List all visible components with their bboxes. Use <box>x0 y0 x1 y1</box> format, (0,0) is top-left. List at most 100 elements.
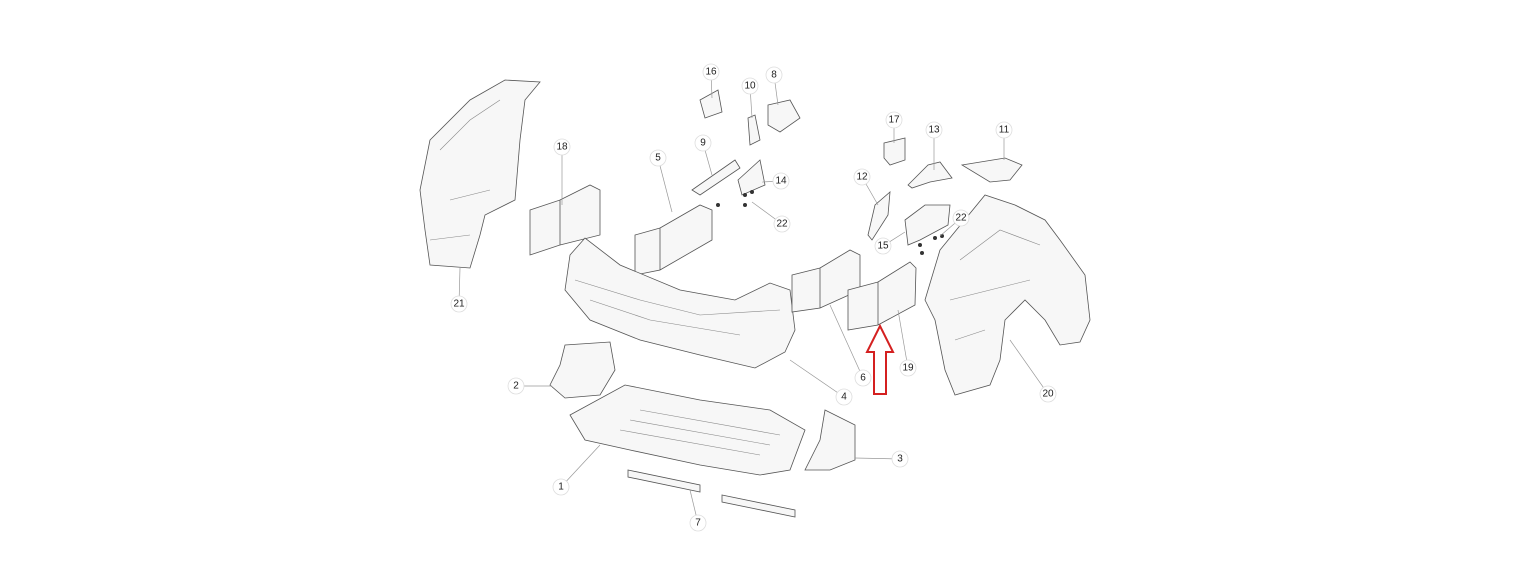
part-15-bracket <box>904 204 951 246</box>
callout-number: 19 <box>902 363 914 374</box>
part-4-rear-panel <box>564 237 796 369</box>
part-7-strip <box>627 469 701 493</box>
callout-number: 18 <box>556 142 568 153</box>
part-14-bracket <box>737 159 766 196</box>
callout-circle <box>1039 385 1057 403</box>
callout-number: 20 <box>1042 389 1054 400</box>
callout-number: 5 <box>655 153 661 164</box>
callout-15: 15 <box>874 231 906 255</box>
callout-circle <box>450 295 468 313</box>
callout-number: 12 <box>856 172 868 183</box>
leader-line <box>789 359 845 398</box>
callout-circle <box>553 138 571 156</box>
callout-1: 1 <box>552 444 601 496</box>
part-13-bracket <box>907 161 953 189</box>
part-10-bracket <box>747 114 761 146</box>
part-19-rail <box>847 261 917 331</box>
part-3-bracket <box>804 409 856 471</box>
callout-number: 14 <box>775 176 787 187</box>
part-20-right-wheelhouse <box>924 194 1091 396</box>
part-4-detail <box>574 279 781 336</box>
part-8-bracket <box>767 99 801 133</box>
callout-number: 3 <box>897 454 903 465</box>
callout-circle <box>702 63 720 81</box>
callout-circle <box>874 237 892 255</box>
callout-circle <box>694 134 712 152</box>
callout-number: 16 <box>705 67 717 78</box>
part-21-detail <box>429 99 501 241</box>
callout-number: 7 <box>695 518 701 529</box>
callout-circle <box>952 209 970 227</box>
callout-number: 13 <box>928 125 940 136</box>
callout-circle <box>773 215 791 233</box>
callout-circle <box>891 450 909 468</box>
leader-line <box>829 304 864 379</box>
callout-number: 22 <box>776 219 788 230</box>
part-9-bracket <box>691 159 741 196</box>
callout-9: 9 <box>694 134 713 176</box>
leader-line <box>560 444 601 488</box>
callout-6: 6 <box>829 304 872 387</box>
callout-11: 11 <box>995 121 1013 160</box>
callout-circle <box>649 149 667 167</box>
callout-number: 11 <box>999 125 1010 136</box>
callout-21: 21 <box>450 267 468 313</box>
callout-number: 9 <box>700 138 706 149</box>
bolts-22-right <box>918 234 944 255</box>
part-21-left-wheelhouse <box>419 79 541 269</box>
parts-layer <box>419 79 1091 518</box>
callout-circle <box>853 168 871 186</box>
callout-number: 8 <box>771 70 777 81</box>
callout-circle <box>835 388 853 406</box>
part-12-bracket <box>867 191 891 241</box>
callout-number: 15 <box>877 241 889 252</box>
callout-circle <box>925 121 943 139</box>
callout-number: 4 <box>841 392 847 403</box>
callout-10: 10 <box>741 77 759 119</box>
callout-17: 17 <box>885 111 903 143</box>
leader-line <box>897 309 909 369</box>
callout-20: 20 <box>1009 339 1057 403</box>
highlight-up-arrow <box>865 323 895 395</box>
callout-circle <box>899 359 917 377</box>
callout-number: 2 <box>513 381 519 392</box>
callout-2: 2 <box>507 377 552 395</box>
callout-number: 6 <box>860 373 866 384</box>
callout-circle <box>741 77 759 95</box>
callout-3: 3 <box>854 450 909 468</box>
callout-8: 8 <box>765 66 783 106</box>
part-5-rail <box>634 204 713 276</box>
callout-19: 19 <box>897 309 917 377</box>
callout-number: 17 <box>888 115 900 126</box>
callout-16: 16 <box>702 63 720 99</box>
callout-13: 13 <box>925 121 943 170</box>
leader-line <box>657 157 673 213</box>
part-2-bracket <box>549 341 616 399</box>
part-17-bracket <box>883 137 906 166</box>
callout-number: 1 <box>558 482 564 493</box>
callout-circle <box>772 172 790 190</box>
part-6-rail <box>791 249 861 313</box>
callout-18: 18 <box>553 138 571 205</box>
callout-circle <box>507 377 525 395</box>
callout-circle <box>552 478 570 496</box>
callout-number: 22 <box>955 213 967 224</box>
part-18-rail <box>529 184 601 256</box>
callout-4: 4 <box>789 359 853 406</box>
callout-circle <box>854 369 872 387</box>
callout-circle <box>689 514 707 532</box>
bolts-22-left <box>716 190 754 207</box>
callout-circle <box>765 66 783 84</box>
callout-7: 7 <box>689 489 707 532</box>
leader-line <box>1009 339 1049 395</box>
part-11-bracket <box>960 157 1023 183</box>
callout-22: 22 <box>751 201 791 233</box>
part-16-bracket <box>699 89 723 119</box>
part-7-strip <box>721 494 796 518</box>
callout-14: 14 <box>761 172 790 190</box>
callout-22: 22 <box>939 209 970 237</box>
callout-number: 10 <box>744 81 756 92</box>
callout-circle <box>995 121 1013 139</box>
callout-12: 12 <box>853 168 879 206</box>
